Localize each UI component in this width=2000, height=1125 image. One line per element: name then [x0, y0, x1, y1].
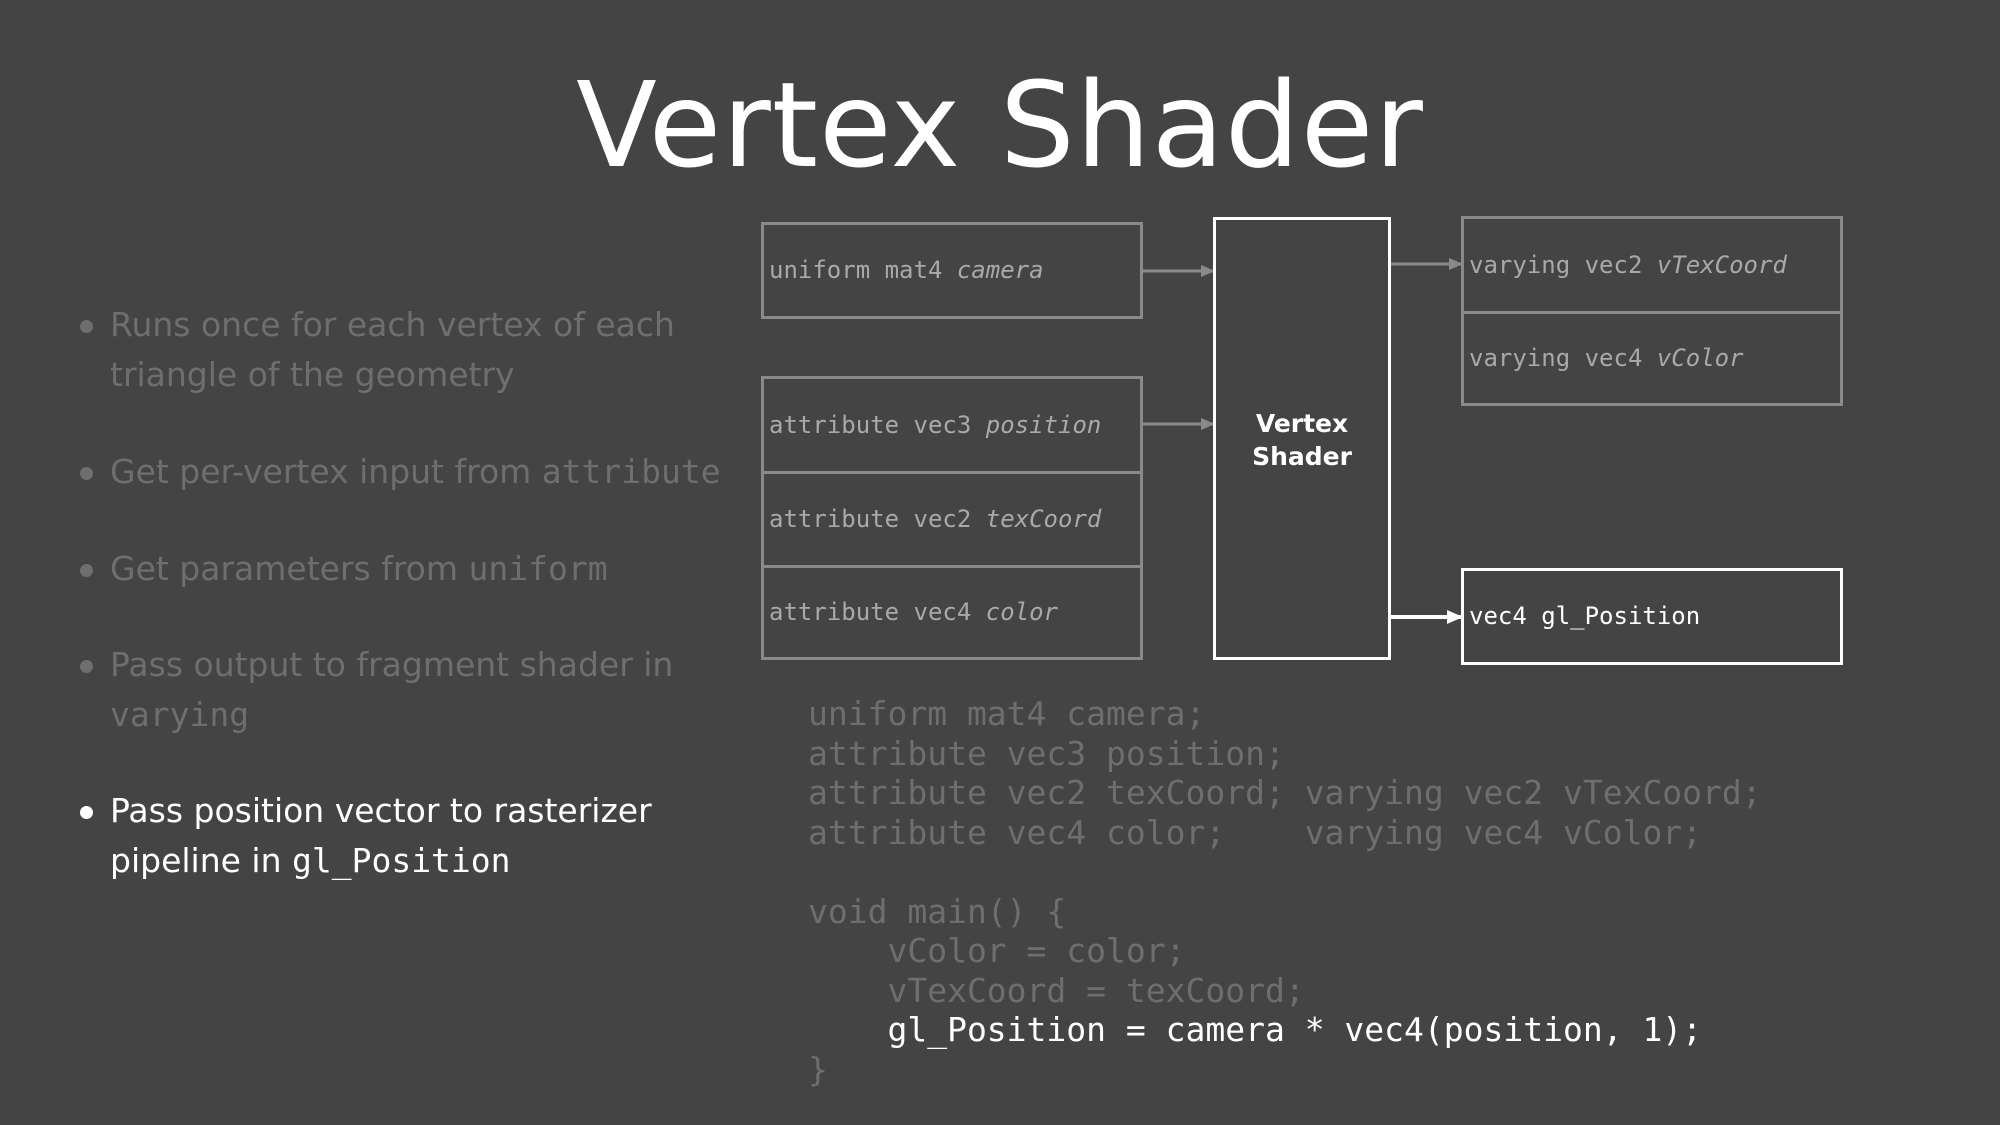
code-line: vTexCoord = texCoord; [808, 970, 1305, 1010]
gl-position-box: vec4 gl_Position [1461, 568, 1843, 665]
bullet-dot-icon [80, 806, 93, 819]
attribute-divider [764, 565, 1140, 568]
shader-label: Vertex Shader [1252, 409, 1352, 471]
attributes-box: attribute vec3 position attribute vec2 t… [761, 376, 1143, 660]
slide-title: Vertex Shader [576, 56, 1424, 194]
bullet-dot-icon [80, 320, 93, 333]
bullet-text: Get parameters from [110, 549, 469, 588]
bullet-text: Runs once for each vertex of each triang… [110, 305, 675, 394]
gl-position-label: vec4 gl_Position [1469, 602, 1701, 630]
vertex-shader-box: Vertex Shader [1213, 217, 1391, 660]
bullet-text: Get per-vertex input from [110, 452, 542, 491]
code-line-highlighted: gl_Position = camera * vec4(position, 1)… [808, 1010, 1703, 1049]
bullet-item: Get parameters from uniform [78, 544, 758, 594]
bullet-dot-icon [80, 467, 93, 480]
code-line: attribute vec3 position; [808, 733, 1285, 773]
bullet-item: Pass output to fragment shader in varyin… [78, 640, 758, 740]
varying-divider [1464, 311, 1840, 314]
attribute-position: attribute vec3 position [769, 411, 1102, 439]
code-line: attribute vec4 color; varying vec4 vColo… [808, 812, 1703, 852]
code-line: void main() { [808, 891, 1067, 931]
bullet-code: attribute [541, 452, 721, 491]
code-line: uniform mat4 camera; [808, 694, 1206, 733]
uniform-label: uniform mat4 camera [769, 256, 1044, 284]
code-line: vColor = color; [808, 931, 1186, 970]
varyings-box: varying vec2 vTexCoord varying vec4 vCol… [1461, 216, 1843, 406]
bullet-item: Runs once for each vertex of each triang… [78, 300, 758, 400]
code-line [808, 852, 1762, 892]
varying-vcolor: varying vec4 vColor [1469, 344, 1744, 372]
attribute-color: attribute vec4 color [769, 598, 1058, 626]
bullet-code: varying [110, 695, 250, 734]
uniform-box: uniform mat4 camera [761, 222, 1143, 319]
bullet-text: Pass output to fragment shader in [110, 645, 674, 684]
code-listing: uniform mat4 camera; attribute vec3 posi… [808, 694, 1762, 1089]
bullet-item: Get per-vertex input from attribute [78, 447, 758, 497]
bullet-text: Pass position vector to rasterizer pipel… [110, 791, 652, 880]
bullet-dot-icon [80, 660, 93, 673]
bullet-code: uniform [468, 549, 608, 588]
code-line: } [808, 1049, 828, 1089]
attribute-divider [764, 471, 1140, 474]
varying-vtexcoord: varying vec2 vTexCoord [1469, 251, 1787, 279]
bullet-item-active: Pass position vector to rasterizer pipel… [78, 786, 758, 886]
bullet-code: gl_Position [291, 841, 511, 880]
code-line: attribute vec2 texCoord; varying vec2 vT… [808, 773, 1762, 812]
attribute-texcoord: attribute vec2 texCoord [769, 505, 1102, 533]
bullet-dot-icon [80, 564, 93, 577]
